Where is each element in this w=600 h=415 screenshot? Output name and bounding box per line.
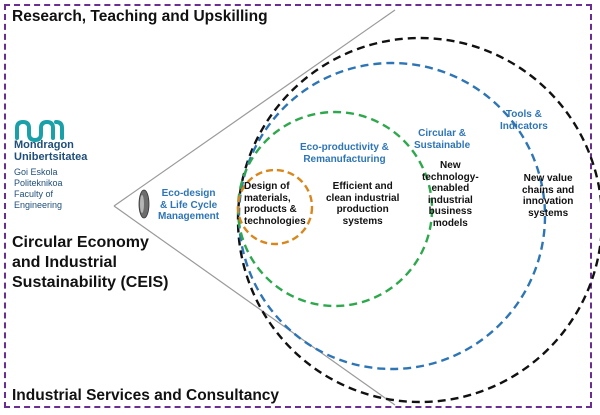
cone-upper-edge <box>113 9 396 207</box>
label-eco-design: Eco-design & Life Cycle Management <box>158 188 220 222</box>
logo: Mondragon Unibertsitatea Goi Eskola Poli… <box>14 139 87 211</box>
label-circular-sustainable: Circular & Sustainable <box>414 128 471 151</box>
label-eco-productivity: Eco-productivity & Remanufacturing <box>300 142 389 165</box>
circle-circular-sustainable <box>237 61 547 371</box>
ceis-line1: Circular Economy <box>12 234 149 251</box>
ceis-title: Circular Economy and Industrial Sustaina… <box>12 233 168 293</box>
cone-lower-edge <box>113 205 396 406</box>
logo-sub-line1: Goi Eskola <box>14 167 58 177</box>
logo-sub-line2: Politeknikoa <box>14 178 63 188</box>
logo-sub-line3: Faculty of <box>14 189 54 199</box>
content-new-value: New value chains and innovation systems <box>522 173 575 219</box>
dashed-frame <box>4 4 592 408</box>
circle-eco-design <box>236 168 314 246</box>
footer-title: Industrial Services and Consultancy <box>12 387 280 404</box>
ceis-line3: Sustainability (CEIS) <box>12 274 169 291</box>
content-design: Design of materials, products & technolo… <box>244 181 306 227</box>
logo-sub-line4: Engineering <box>14 200 63 210</box>
label-tools-indicators: Tools & Indicators <box>500 109 548 132</box>
logo-brand-line2: Unibertsitatea <box>14 151 88 163</box>
mondragon-logo-mark <box>15 119 64 143</box>
logo-brand-line1: Mondragon <box>14 139 74 151</box>
content-new-tech: New technology- enabled industrial busin… <box>422 160 479 229</box>
content-efficient: Efficient and clean industrial productio… <box>326 181 400 227</box>
ceis-line2: and Industrial <box>12 254 117 271</box>
page-title: Research, Teaching and Upskilling <box>12 8 268 25</box>
